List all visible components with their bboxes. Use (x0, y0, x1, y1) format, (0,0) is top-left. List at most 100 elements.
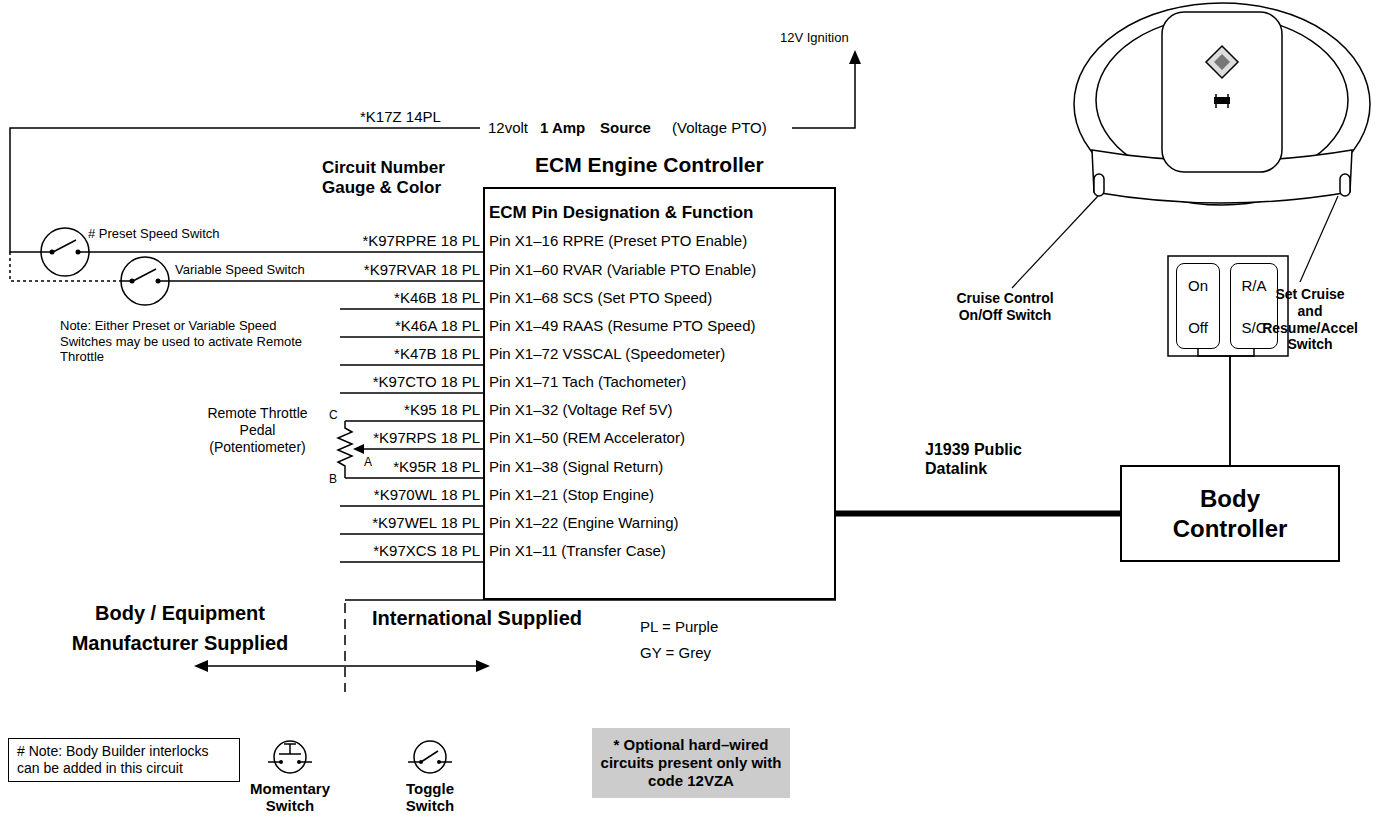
switch-symbol (160, 280, 169, 282)
note-label: Note: Either Preset or Variable Speed Sw… (60, 318, 310, 365)
arrow-head (849, 50, 861, 64)
option-box: * Optional hard–wired circuits present o… (592, 728, 790, 798)
signal-wire (340, 336, 483, 338)
switch-contact (156, 279, 161, 284)
circuit-label: *K97XCS 18 PL (373, 542, 480, 560)
pin-label: Pin X1–11 (Transfer Case) (489, 542, 666, 560)
supply-label: 12V Ignition (780, 30, 849, 46)
steering-wheel (1340, 174, 1350, 196)
circuit-label: *K46A 18 PL (395, 317, 480, 335)
supply-wire (169, 280, 483, 282)
column-heading: Circuit Number Gauge & Color (322, 158, 487, 199)
arrow-head (194, 660, 208, 672)
steering-wheel (1094, 174, 1104, 196)
supply-wire (10, 62, 855, 281)
supply-divider (206, 665, 478, 667)
switch-contact (130, 279, 135, 284)
steering-wheel (1215, 94, 1217, 108)
note-label: GY = Grey (640, 644, 711, 662)
switch-box: OnOff (1176, 263, 1220, 349)
note-label: PL = Purple (640, 618, 718, 636)
switch-label: Off (1188, 319, 1208, 336)
supply-label: (Voltage PTO) (672, 119, 767, 137)
controller-label: Body Controller (1165, 484, 1295, 544)
legend-contact (437, 760, 441, 764)
legend-contact (419, 760, 423, 764)
legend-symbol (300, 761, 312, 763)
circuit-label: *K97RPS 18 PL (373, 429, 480, 447)
legend-symbol (421, 751, 438, 762)
arrow-head (476, 660, 490, 672)
circuit-label: *K46B 18 PL (394, 289, 480, 307)
legend-contact (279, 760, 441, 764)
legend-symbol (268, 741, 452, 773)
note-label: Body / Equipment Manufacturer Supplied (30, 598, 330, 658)
switch-contact (50, 250, 55, 255)
note-text: # Note: Body Builder interlocks can be a… (17, 743, 231, 777)
circuit-label: *K47B 18 PL (394, 345, 480, 363)
signal-wire (345, 477, 483, 479)
legend-symbol (408, 761, 420, 763)
legend-symbol (414, 741, 446, 773)
supply-divider (344, 603, 346, 692)
legend-symbol (289, 744, 291, 754)
datalink-line (836, 511, 1120, 517)
signal-wire (340, 505, 483, 507)
note-label: Set Cruise and Resume/Accel Switch (1262, 286, 1358, 353)
pin-label: Pin X1–50 (REM Accelerator) (489, 429, 685, 447)
signal-wire (340, 364, 483, 366)
note-label: B (329, 472, 337, 486)
circuit-label: *K97RPRE 18 PL (362, 232, 480, 250)
signal-wire (340, 533, 483, 535)
steering-wheel (1214, 54, 1230, 70)
pin-label: Pin X1–72 VSSCAL (Speedometer) (489, 345, 725, 363)
steering-wheel (1227, 94, 1229, 108)
switch-symbol (133, 269, 156, 281)
note-label: Remote Throttle Pedal (Potentiometer) (195, 405, 320, 455)
legend-label: Momentary Switch (240, 780, 340, 814)
arrow-head (194, 660, 490, 672)
switch-box: R/AS/C (1230, 263, 1278, 349)
switch-symbol (41, 228, 89, 276)
wiper-arrow (353, 444, 364, 454)
legend-symbol (284, 743, 296, 745)
note-label: C (329, 408, 338, 422)
switch-symbol (121, 257, 169, 305)
switch-symbol (41, 251, 50, 253)
edge-label: J1939 Public Datalink (925, 440, 1035, 478)
switch-label: R/A (1241, 277, 1266, 294)
ecm-box: ECM Engine ControllerECM Pin Designation… (483, 187, 836, 600)
legend-symbol (268, 761, 280, 763)
leader-line (1300, 196, 1338, 282)
controller-box: Body Controller (1120, 465, 1340, 562)
pin-label: Pin X1–16 RPRE (Preset PTO Enable) (489, 232, 747, 250)
note-label: International Supplied (372, 606, 582, 630)
steering-wheel (1074, 3, 1370, 205)
pin-label: Pin X1–71 Tach (Tachometer) (489, 373, 686, 391)
pin-label: Pin X1–32 (Voltage Ref 5V) (489, 401, 672, 419)
switch-label: Variable Speed Switch (175, 262, 305, 278)
signal-wire (340, 308, 483, 310)
supply-label: 12volt (488, 119, 528, 137)
circuit-label: *K95R 18 PL (393, 458, 480, 476)
pin-label: Pin X1–38 (Signal Return) (489, 458, 663, 476)
ecm-heading: ECM Pin Designation & Function (489, 203, 753, 223)
supply-wire (792, 62, 855, 128)
leader-line (1012, 196, 1098, 288)
pin-label: Pin X1–60 RVAR (Variable PTO Enable) (489, 261, 756, 279)
circuit-label: *K97WEL 18 PL (372, 514, 480, 532)
legend-contact (279, 760, 283, 764)
legend-label: Toggle Switch (380, 780, 480, 814)
circuit-label: *K97RVAR 18 PL (364, 261, 480, 279)
signal-wire (360, 448, 483, 450)
connector-line (1198, 349, 1230, 465)
switch-label: # Preset Speed Switch (88, 226, 220, 242)
switch-panel (1168, 256, 1288, 356)
steering-wheel (1206, 46, 1238, 78)
legend-symbol (274, 741, 306, 773)
option-text: * Optional hard–wired circuits present o… (598, 736, 784, 790)
circuit-label: *K97CTO 18 PL (373, 373, 480, 391)
pin-label: Pin X1–49 RAAS (Resume PTO Speed) (489, 317, 756, 335)
supply-label: 1 Amp (540, 119, 585, 137)
